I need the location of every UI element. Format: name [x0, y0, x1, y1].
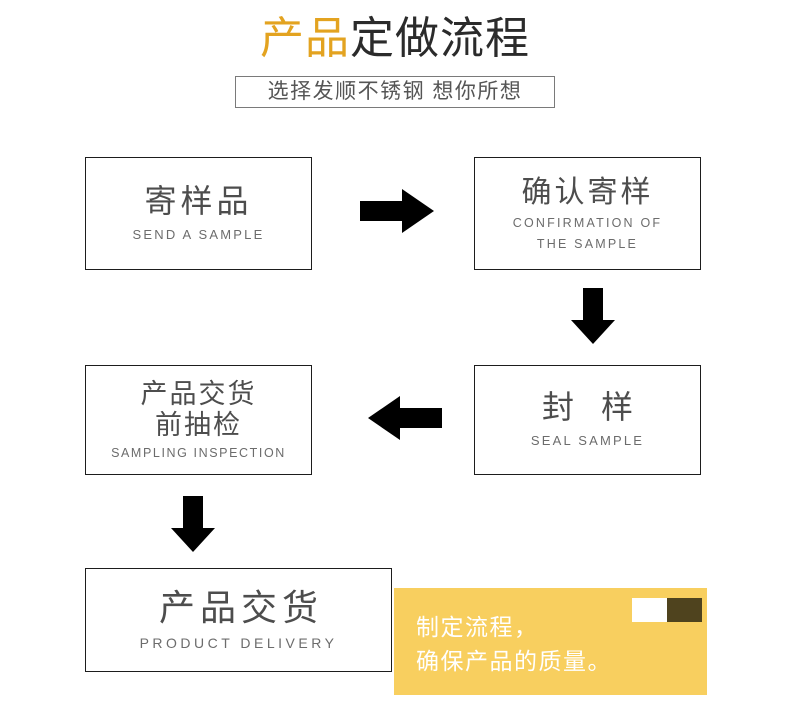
promo-banner: 制定流程， 确保产品的质量。 [394, 588, 707, 695]
color-swatch-light [632, 598, 667, 622]
arrow-right-icon [360, 189, 434, 233]
flow-step-sampling-inspection-cn-line1: 产品交货 [140, 378, 257, 409]
flow-step-product-delivery: 产品交货 PRODUCT DELIVERY [85, 568, 392, 672]
arrow-down-icon [571, 288, 615, 344]
page-title: 产品定做流程 [0, 14, 790, 64]
flow-step-sampling-inspection-en: SAMPLING INSPECTION [111, 445, 286, 460]
flow-step-product-delivery-cn: 产品交货 [158, 586, 323, 628]
flow-step-sampling-inspection: 产品交货 前抽检 SAMPLING INSPECTION [85, 365, 312, 475]
flow-step-confirm-sample-cn: 确认寄样 [521, 175, 654, 209]
promo-text-line2: 确保产品的质量。 [416, 648, 612, 674]
promo-text-line1: 制定流程， [416, 614, 539, 640]
flow-step-confirm-sample-en-line1: CONFIRMATION OF [512, 215, 663, 230]
flow-step-confirm-sample: 确认寄样 CONFIRMATION OF THE SAMPLE [474, 157, 701, 270]
promo-text: 制定流程， 确保产品的质量。 [416, 610, 612, 678]
flow-step-sampling-inspection-cn-line2: 前抽检 [155, 409, 242, 440]
flow-step-product-delivery-en: PRODUCT DELIVERY [139, 634, 338, 651]
flow-step-confirm-sample-en-line2: THE SAMPLE [536, 236, 639, 251]
subtitle-box: 选择发顺不锈钢 想你所想 [235, 76, 555, 108]
arrow-down-icon [171, 496, 215, 552]
color-swatch-dark [667, 598, 702, 622]
page-title-plain: 定做流程 [350, 14, 530, 63]
flow-step-seal-sample-en: SEAL SAMPLE [530, 433, 645, 448]
subtitle-text: 选择发顺不锈钢 想你所想 [267, 80, 523, 103]
flow-step-seal-sample: 封 样 SEAL SAMPLE [474, 365, 701, 475]
arrow-left-icon [368, 396, 442, 440]
flow-step-send-sample-en: SEND A SAMPLE [132, 226, 265, 242]
flow-step-send-sample-cn: 寄样品 [144, 182, 253, 219]
flow-step-send-sample: 寄样品 SEND A SAMPLE [85, 157, 312, 270]
page-title-accent: 产品 [260, 14, 350, 63]
flow-step-seal-sample-cn: 封 样 [542, 389, 642, 425]
color-swatch-group [632, 598, 702, 622]
